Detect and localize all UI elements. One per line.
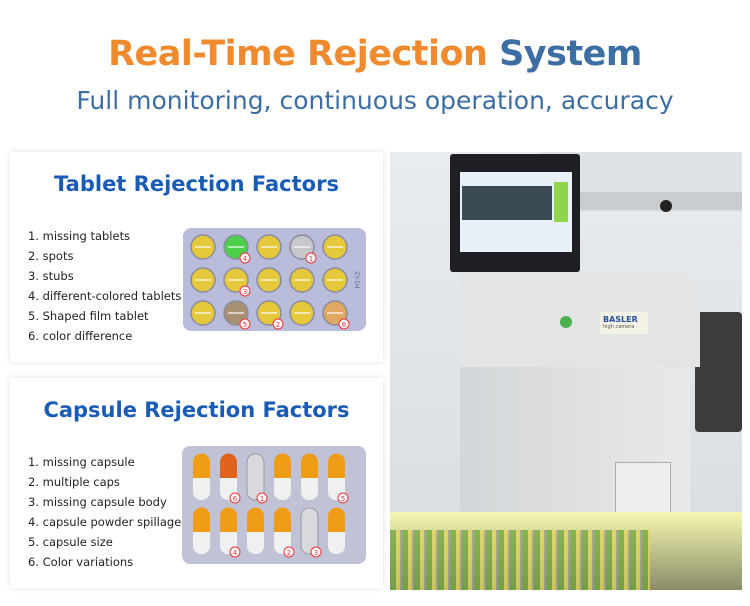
- tablet-title: Tablet Rejection Factors: [54, 172, 339, 196]
- list-item: 1. missing tablets: [28, 229, 131, 243]
- tablet-score: [195, 312, 211, 314]
- camera-housing: [460, 272, 700, 367]
- empty-pocket: [300, 507, 319, 555]
- blister-code: ZY-D4: [353, 271, 360, 289]
- capsule-cap: [328, 453, 345, 478]
- tablet-score: [228, 279, 244, 281]
- title-orange: Real-Time Rejection: [108, 34, 488, 74]
- tablet-score: [294, 279, 310, 281]
- tablet-card: Tablet Rejection Factors 1. missing tabl…: [10, 152, 383, 362]
- empty-pocket: [246, 453, 265, 501]
- defect-marker: [305, 252, 317, 264]
- defect-number: 3: [314, 549, 318, 557]
- list-item: 2. spots: [28, 249, 74, 263]
- tablet-score: [261, 279, 277, 281]
- capsule-cap: [274, 507, 291, 532]
- defect-number: 2: [276, 321, 280, 329]
- capsule-blister-image: 6 1 5 4 2 3: [182, 446, 366, 564]
- defect-marker: [229, 492, 241, 504]
- tablet-score: [228, 246, 244, 248]
- list-item: 5. capsule size: [28, 535, 113, 549]
- defect-marker: [337, 492, 349, 504]
- capsule-cap: [220, 507, 237, 532]
- defect-number: 4: [243, 255, 248, 263]
- capsule-cap: [274, 453, 291, 478]
- list-item: 1. missing capsule: [28, 455, 135, 469]
- subtitle: Full monitoring, continuous operation, a…: [76, 86, 674, 115]
- list-item: 4. capsule powder spillage: [28, 515, 182, 529]
- defect-marker: [338, 318, 350, 330]
- defect-marker: [239, 252, 251, 264]
- list-item: 2. multiple caps: [28, 475, 120, 489]
- capsule-cap: [328, 507, 345, 532]
- defect-number: 4: [233, 549, 238, 557]
- defect-marker: [272, 318, 284, 330]
- defect-number: 5: [243, 321, 247, 329]
- defect-marker: [239, 318, 251, 330]
- page-title: Real-Time Rejection System: [0, 34, 750, 74]
- capsule-card: Capsule Rejection Factors 1. missing cap…: [10, 378, 383, 588]
- tablet-score: [195, 246, 211, 248]
- tablet-score: [327, 279, 343, 281]
- defect-marker: [229, 546, 241, 558]
- list-item: 6. Color variations: [28, 555, 134, 569]
- tablet-score: [294, 312, 310, 314]
- tablet-blister-image: ZY-D4 4 1 3 5 2 6: [183, 228, 366, 331]
- defect-marker: [239, 285, 251, 297]
- defect-number: 1: [260, 495, 264, 503]
- defect-number: 1: [309, 255, 313, 263]
- defect-number: 6: [342, 321, 347, 329]
- defect-number: 6: [233, 495, 238, 503]
- tablet-score: [195, 279, 211, 281]
- capsule-cap: [220, 453, 237, 478]
- tablet-score: [228, 312, 244, 314]
- camera-sub: high camera: [603, 324, 635, 330]
- capsule-title: Capsule Rejection Factors: [43, 398, 350, 422]
- tablet-score: [327, 312, 343, 314]
- defect-marker: [310, 546, 322, 558]
- capsule-factor-list: 1. missing capsule 2. multiple caps 3. m…: [28, 452, 181, 572]
- tablet-score: [261, 312, 277, 314]
- defect-marker: [283, 546, 295, 558]
- defect-number: 2: [287, 549, 291, 557]
- defect-marker: [256, 492, 268, 504]
- defect-number: 5: [341, 495, 345, 503]
- tablet-score: [261, 246, 277, 248]
- capsule-cap: [193, 453, 210, 478]
- capsule-cap: [247, 507, 264, 532]
- tablet-factor-list: 1. missing tablets 2. spots 3. stubs 4. …: [28, 226, 181, 346]
- capsule-cap: [301, 453, 318, 478]
- tablet-score: [294, 246, 310, 248]
- defect-number: 3: [243, 288, 247, 296]
- list-item: 3. stubs: [28, 269, 74, 283]
- list-item: 4. different-colored tablets: [28, 289, 182, 303]
- capsule-cap: [193, 507, 210, 532]
- tablet-score: [327, 246, 343, 248]
- list-item: 6. color difference: [28, 329, 133, 343]
- list-item: 3. missing capsule body: [28, 495, 167, 509]
- camera-brand: BASLER: [603, 315, 638, 324]
- title-blue: System: [499, 34, 642, 74]
- list-item: 5. Shaped film tablet: [28, 309, 149, 323]
